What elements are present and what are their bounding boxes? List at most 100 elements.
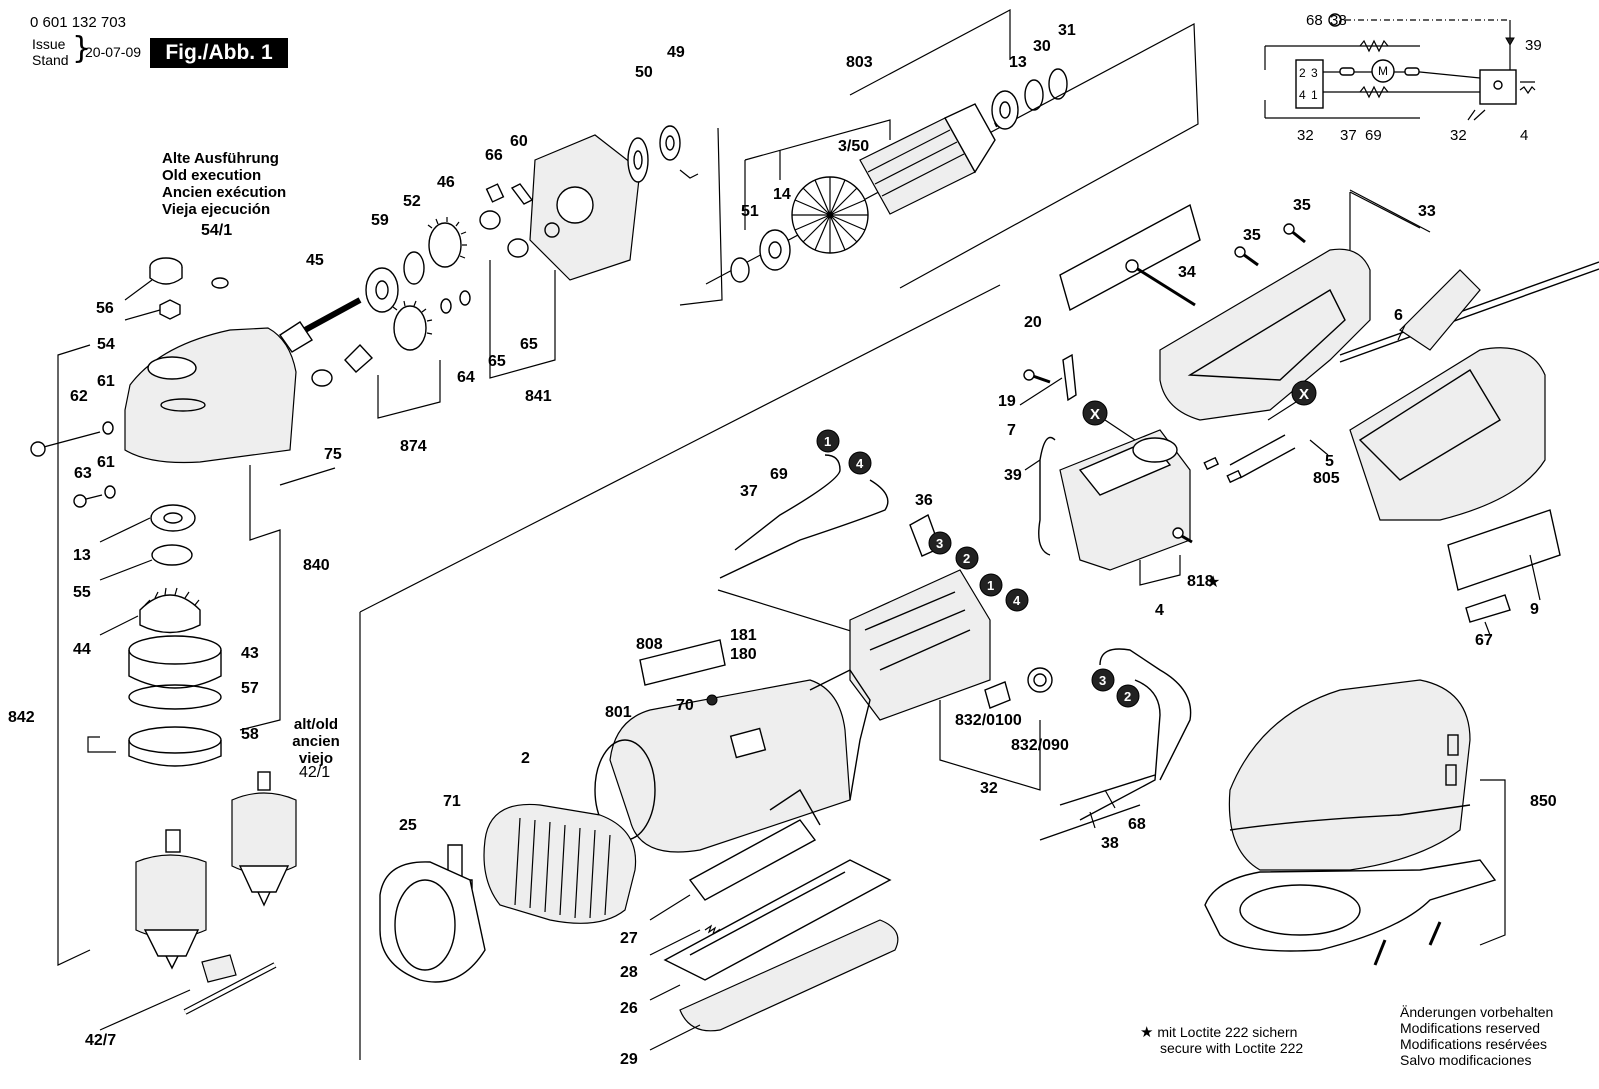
bearing-14 bbox=[759, 229, 791, 271]
marker-x-a-label: X bbox=[1090, 406, 1100, 423]
gear-874-teeth bbox=[392, 300, 433, 335]
gear-housing bbox=[124, 327, 297, 464]
part-label-67: 67 bbox=[1475, 632, 1493, 649]
marker-2a-label: 2 bbox=[963, 551, 970, 566]
part-label-65b: 65 bbox=[520, 336, 538, 353]
footplate-screw-b bbox=[1428, 921, 1442, 946]
seal-49 bbox=[659, 125, 681, 161]
bearing-plate-841-bore bbox=[556, 186, 594, 224]
old-alt-es: viejo bbox=[298, 750, 334, 767]
old-alt-fr: ancien bbox=[292, 733, 340, 750]
part-label-64: 64 bbox=[457, 369, 475, 386]
chuck-old-jaws bbox=[238, 865, 290, 893]
screw-62-head bbox=[30, 441, 46, 457]
pinion-45-gear bbox=[279, 321, 313, 353]
bearing-13b bbox=[991, 90, 1019, 130]
resistor-69 bbox=[1359, 85, 1389, 99]
old-execution-de: Alte Ausführung bbox=[162, 150, 279, 167]
bearing-13a-inner bbox=[163, 512, 183, 524]
part-label-13a: 13 bbox=[73, 547, 91, 564]
leader-75 bbox=[279, 467, 336, 486]
part-label-841: 841 bbox=[525, 388, 552, 405]
old-alt-de: alt/old bbox=[293, 716, 339, 733]
terminal-2: 2 bbox=[1299, 66, 1306, 80]
marker-2a bbox=[955, 546, 979, 570]
ground-arrow-icon bbox=[1505, 37, 1515, 47]
slide-26 bbox=[663, 859, 892, 981]
clamp-7 bbox=[1062, 353, 1077, 402]
part-label-54-1: 54/1 bbox=[201, 222, 232, 239]
gear-46-teeth bbox=[427, 217, 467, 259]
leader-lines bbox=[57, 9, 1541, 1051]
bearing-50 bbox=[627, 137, 649, 183]
part-label-60: 60 bbox=[510, 133, 528, 150]
part-label-14: 14 bbox=[773, 186, 791, 203]
part-label-75: 75 bbox=[324, 446, 342, 463]
gear-train-group bbox=[279, 125, 699, 387]
footplate-group bbox=[1204, 679, 1497, 966]
ring-58-top bbox=[128, 726, 222, 754]
brush-holder-detail bbox=[864, 591, 971, 671]
leader-54 bbox=[124, 309, 161, 321]
ring-31 bbox=[1048, 68, 1068, 100]
brush-holder bbox=[849, 569, 991, 721]
leader-55 bbox=[99, 559, 153, 581]
bearing-plate-841-hole bbox=[544, 222, 560, 238]
leader-28 bbox=[649, 929, 701, 956]
modifications-es: Salvo modificaciones bbox=[1400, 1052, 1532, 1068]
marker-x-b bbox=[1291, 380, 1317, 406]
chuck-tip bbox=[165, 955, 179, 970]
footplate-cover-850-edge bbox=[1229, 804, 1471, 831]
leader-13a bbox=[99, 517, 151, 543]
wire-39 bbox=[1038, 436, 1056, 556]
part-label-45: 45 bbox=[306, 252, 324, 269]
loctite-en: secure with Loctite 222 bbox=[1160, 1040, 1304, 1056]
leader-6 bbox=[1397, 324, 1406, 341]
bushing-65a bbox=[479, 210, 501, 230]
document-number: 0 601 132 703 bbox=[30, 14, 126, 31]
spring-832-090 bbox=[1027, 667, 1053, 693]
part-label-3-50: 3/50 bbox=[838, 138, 869, 155]
part-label-805: 805 bbox=[1313, 470, 1340, 487]
wiring-label-4: 4 bbox=[1520, 127, 1528, 144]
chuck-old-body bbox=[231, 792, 297, 875]
marker-4a-label: 4 bbox=[856, 456, 864, 471]
suppressor-38a bbox=[1339, 67, 1355, 76]
housing-half-outer bbox=[1349, 347, 1546, 521]
part-label-71: 71 bbox=[443, 793, 461, 810]
figure-label: Fig./Abb. 1 bbox=[150, 38, 288, 68]
bearing-59 bbox=[365, 267, 399, 313]
bracket-32 bbox=[939, 700, 1041, 791]
part-label-57: 57 bbox=[241, 680, 259, 697]
part-label-70: 70 bbox=[676, 697, 694, 714]
bearing-13a bbox=[150, 504, 196, 532]
chuck-key-shaft-fill bbox=[184, 963, 276, 1014]
wiring-label-69: 69 bbox=[1365, 127, 1382, 144]
part-label-840: 840 bbox=[303, 557, 330, 574]
part-label-34: 34 bbox=[1178, 264, 1196, 281]
ring-30 bbox=[1024, 79, 1044, 111]
nut-54 bbox=[159, 299, 181, 320]
marker-4a bbox=[848, 451, 872, 475]
marker-3a bbox=[928, 531, 952, 555]
air-guide-25-ring bbox=[394, 879, 456, 971]
profile-symbol bbox=[87, 736, 116, 753]
bracket-803-top bbox=[744, 119, 891, 161]
part-label-801: 801 bbox=[605, 704, 632, 721]
stand-label: Stand bbox=[32, 52, 69, 68]
leader-29 bbox=[649, 1024, 701, 1051]
switch-plug bbox=[1519, 81, 1536, 95]
part-label-44: 44 bbox=[73, 641, 91, 658]
screw-818-head bbox=[1172, 527, 1184, 539]
ring-43-body bbox=[128, 650, 222, 689]
footplate-850-opening bbox=[1239, 884, 1361, 936]
part-label-61b: 61 bbox=[97, 454, 115, 471]
loctite-note: ★ mit Loctite 222 sichern secure with Lo… bbox=[1140, 1024, 1303, 1056]
part-label-38: 38 bbox=[1101, 835, 1119, 852]
part-label-7: 7 bbox=[1007, 422, 1016, 439]
part-label-874: 874 bbox=[400, 438, 427, 455]
leader-32-right-a bbox=[1467, 109, 1476, 121]
part-label-36: 36 bbox=[915, 492, 933, 509]
